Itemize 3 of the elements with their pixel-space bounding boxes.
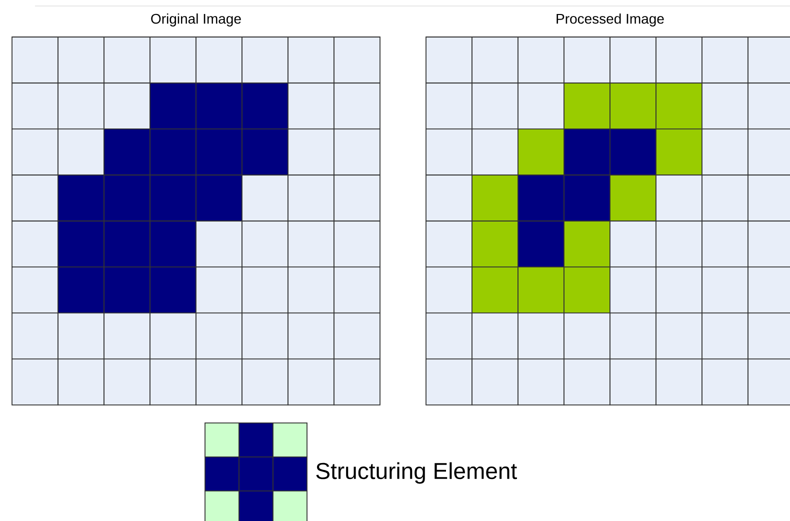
- caption-text: Processed Image: [556, 13, 664, 26]
- caption-text: Structuring Element: [316, 462, 517, 484]
- caption-text: Original Image: [151, 13, 241, 26]
